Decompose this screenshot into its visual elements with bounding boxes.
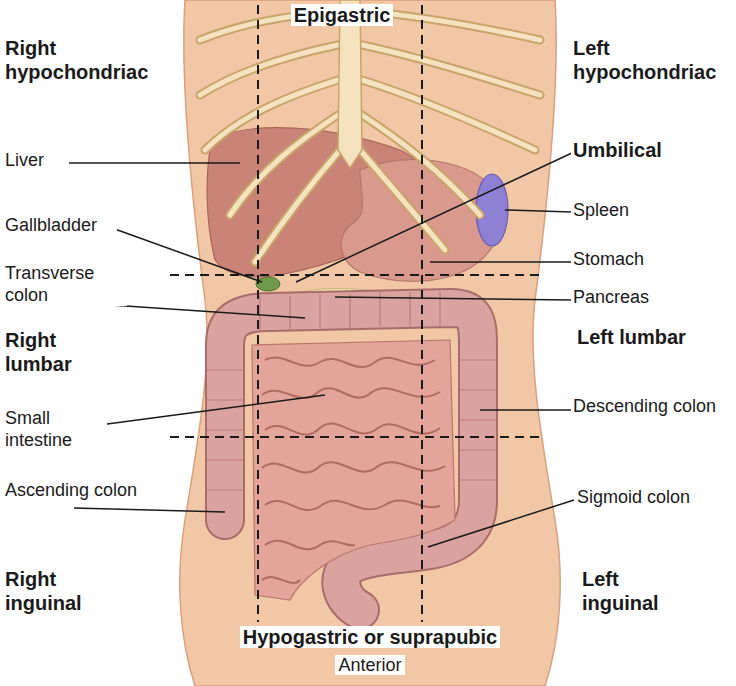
organ-label: Gallbladder <box>3 215 117 237</box>
ribcage <box>200 10 540 262</box>
region-label: Hypogastric or suprapubic <box>150 625 590 649</box>
torso <box>180 0 560 686</box>
organ-label: Descending colon <box>571 396 733 418</box>
region-label: Right hypochondriac <box>3 36 172 84</box>
organ-label: Pancreas <box>571 287 733 309</box>
region-label: Umbilical <box>571 138 733 162</box>
organ-label: Ascending colon <box>3 480 147 502</box>
region-label: Right lumbar <box>3 328 117 376</box>
region-label: Epigastric <box>240 3 444 27</box>
organ-label: Small intestine <box>3 408 107 451</box>
region-label: Left hypochondriac <box>571 36 733 84</box>
organ-label: Spleen <box>571 200 733 222</box>
view-label: Anterior <box>268 655 472 677</box>
organ-label: Stomach <box>571 249 733 271</box>
region-label: Left inguinal <box>580 567 694 615</box>
organ-label: Sigmoid colon <box>575 487 719 509</box>
intestine-loops <box>262 358 445 583</box>
colon <box>225 308 478 610</box>
label-patch: Epigastric <box>291 4 394 26</box>
region-label: Right inguinal <box>3 567 117 615</box>
label-patch: Anterior <box>335 655 404 675</box>
small-intestine <box>252 340 455 600</box>
label-patch: Hypogastric or suprapubic <box>240 626 501 648</box>
organ-label: Liver <box>3 150 69 172</box>
rib-highlight <box>200 10 540 262</box>
gallbladder <box>256 277 280 291</box>
organ-label: Transverse colon <box>3 263 127 306</box>
region-label: Left lumbar <box>575 325 689 349</box>
